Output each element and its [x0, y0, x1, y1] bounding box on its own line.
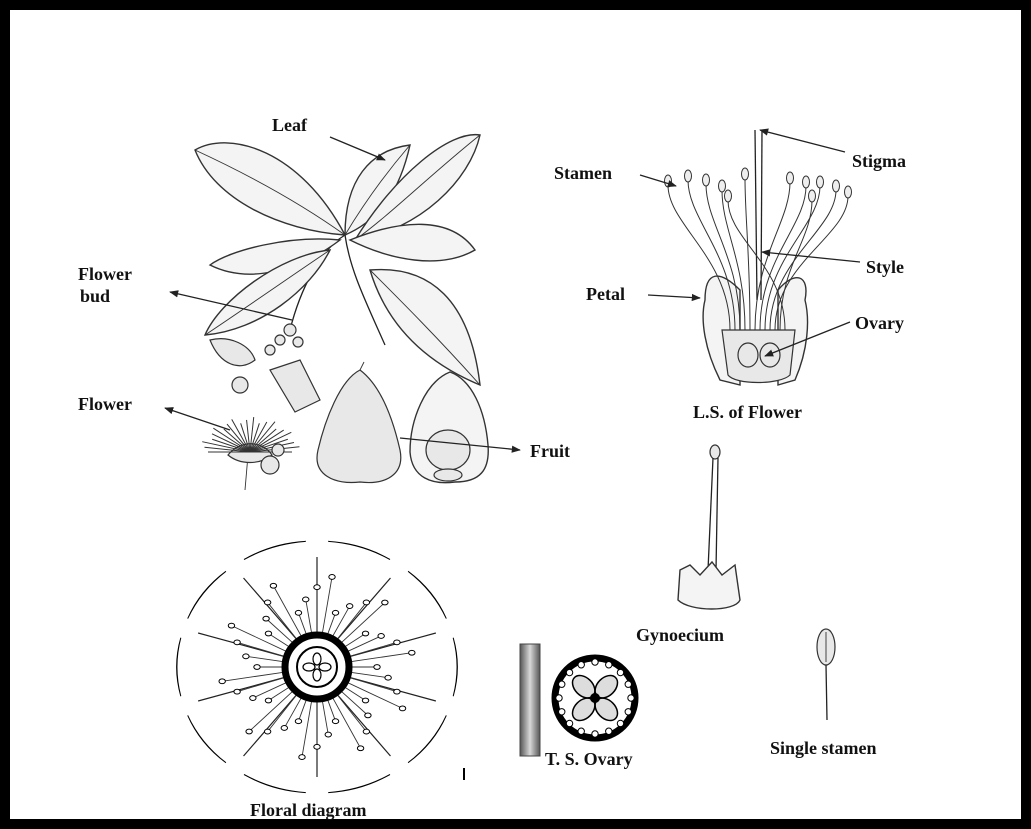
label-flower-bud-line2: bud	[80, 286, 110, 306]
flower-illustration	[202, 417, 299, 490]
fruit-illustration	[317, 362, 488, 483]
ts-ovary-illustration	[520, 644, 635, 756]
label-petal: Petal	[586, 284, 625, 304]
floral-diagram-illustration	[177, 541, 464, 792]
label-ovary: Ovary	[855, 313, 904, 333]
label-flower-bud-line1: Flower	[78, 264, 132, 284]
label-flower: Flower	[78, 394, 132, 414]
label-gynoecium: Gynoecium	[636, 625, 724, 645]
gynoecium-illustration	[678, 445, 740, 609]
plant-branch-illustration	[195, 135, 480, 412]
label-floral-diagram: Floral diagram	[250, 800, 366, 820]
label-style: Style	[866, 257, 904, 277]
label-ts-ovary: T. S. Ovary	[545, 749, 633, 769]
ls-flower-illustration	[665, 130, 852, 385]
label-stamen: Stamen	[554, 163, 612, 183]
scale-bar	[520, 644, 540, 756]
label-ls-flower: L.S. of Flower	[693, 402, 802, 422]
label-single-stamen: Single stamen	[770, 738, 877, 758]
label-leaf: Leaf	[272, 115, 308, 135]
label-stigma: Stigma	[852, 151, 906, 171]
label-fruit: Fruit	[530, 441, 570, 461]
single-stamen-illustration	[817, 629, 835, 720]
